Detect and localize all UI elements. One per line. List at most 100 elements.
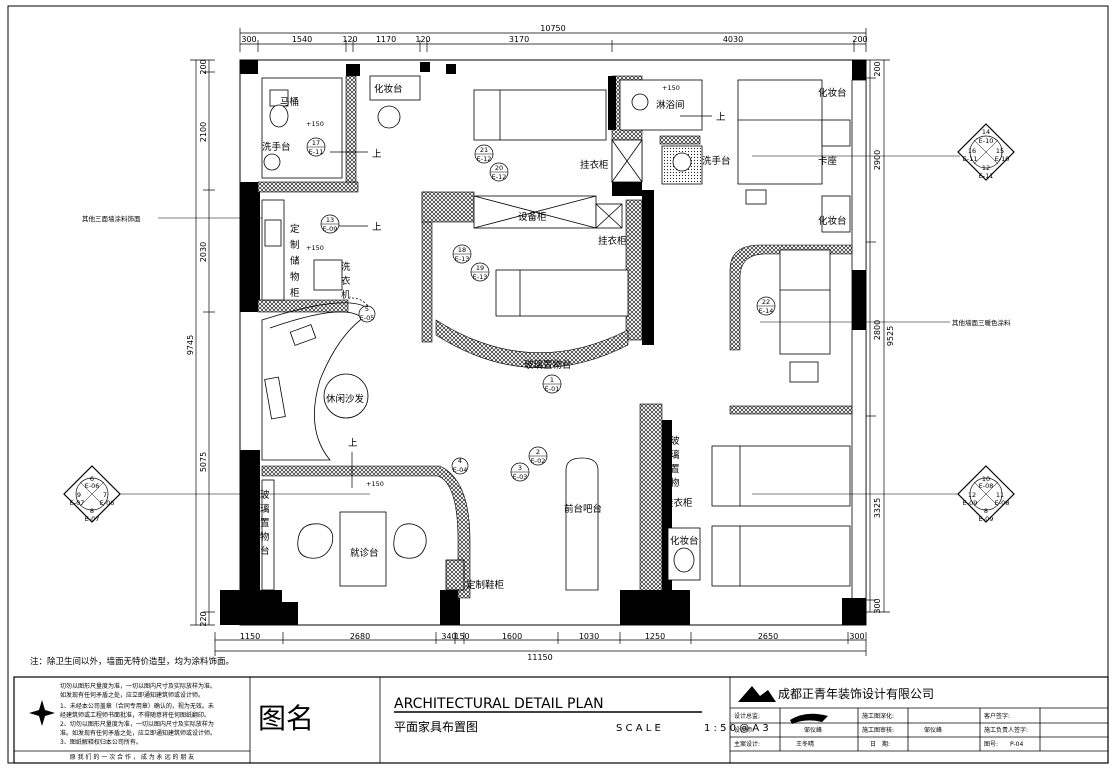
dim-right-total: 9525 — [886, 326, 895, 346]
svg-text:E-11: E-11 — [309, 148, 324, 156]
bottom-dimensions — [214, 632, 867, 656]
label-makeup-table-3: 化妆台 — [670, 535, 699, 547]
label-glass-shelf-left-5: 台 — [260, 545, 270, 557]
dim-top-total: 10750 — [540, 24, 565, 33]
svg-text:5: 5 — [365, 305, 369, 313]
svg-text:4: 4 — [458, 457, 462, 465]
title-english: ARCHITECTURAL DETAIL PLAN — [394, 696, 604, 712]
dim-left-total: 9745 — [186, 335, 195, 355]
callout-right-wall: 其他墙面三暖色涂料 — [952, 318, 1011, 327]
company-name: 成都正青年装饰设计有限公司 — [778, 687, 934, 701]
dim-left-2: 2100 — [199, 122, 208, 142]
svg-text:18: 18 — [458, 246, 466, 254]
label-wardrobe-3: 挂衣柜 — [664, 497, 693, 509]
tb-date-label: 日 期: — [870, 740, 890, 748]
title-block-border — [13, 676, 1109, 764]
callout-left-wall: 其他三面墙涂料饰面 — [82, 214, 141, 223]
label-wardrobe-2: 挂衣柜 — [598, 235, 627, 247]
dim-bottom-9: 300 — [849, 632, 864, 641]
svg-text:6: 6 — [90, 475, 94, 483]
dim-top-5: 120 — [415, 35, 430, 44]
svg-text:E-12: E-12 — [477, 155, 492, 163]
svg-text:E-07: E-07 — [70, 499, 85, 507]
dim-bottom-2: 2680 — [350, 632, 370, 641]
svg-text:12: 12 — [982, 164, 990, 172]
dim-bottom-8: 2650 — [758, 632, 778, 641]
label-makeup-table-top: 化妆台 — [374, 83, 403, 95]
label-laundry-3: 机 — [341, 289, 351, 301]
svg-text:10: 10 — [982, 475, 990, 483]
label-lounge-sofa: 休闲沙发 — [326, 393, 365, 405]
svg-text:20: 20 — [495, 164, 503, 172]
dim-left-1: 200 — [199, 59, 208, 74]
dim-top-2: 1540 — [292, 35, 312, 44]
up-mark-3: 上 — [716, 112, 726, 123]
title-block — [14, 677, 1108, 763]
label-storage-1: 定 — [290, 223, 300, 235]
up-mark-1: 上 — [372, 149, 382, 160]
tb-reviewer-name: 邹仪峰 — [924, 726, 942, 734]
svg-text:3: 3 — [518, 464, 522, 472]
svg-text:E-08: E-08 — [979, 482, 994, 490]
ref-marker-18: 18 E-13 — [452, 244, 472, 264]
dim-bottom-7: 1250 — [645, 632, 665, 641]
tb-note-6: 3、图纸解释权归本公司所有。 — [60, 738, 142, 746]
dim-bottom-4: 150 — [454, 632, 469, 641]
elevation-markers: 17 E-11 13 E-09 5 E-05 21 E-12 20 E-12 — [306, 137, 776, 482]
svg-text:15: 15 — [996, 147, 1004, 155]
label-shower: 淋浴间 — [656, 99, 685, 111]
label-wash-basin-2: 洗手台 — [702, 155, 731, 167]
svg-text:E-09: E-09 — [979, 515, 994, 523]
label-glass-shelf-right-4: 物 — [670, 477, 680, 489]
tb-design-director-label: 设计总监: — [734, 712, 760, 720]
dim-right-2: 2900 — [873, 150, 882, 170]
label-glass-shelf-left-1: 玻 — [260, 489, 270, 501]
dim-left-4: 5075 — [199, 452, 208, 472]
svg-text:E-08: E-08 — [995, 499, 1010, 507]
ref-marker-22: 22 E-14 — [756, 296, 776, 316]
svg-text:21: 21 — [480, 146, 488, 154]
level-marks: +150 +150 +150 +150 上 上 上 上 — [306, 84, 726, 488]
svg-text:E-07: E-07 — [85, 515, 100, 523]
level-mark-1: +150 — [306, 120, 324, 128]
ref-marker-2: 2 E-02 — [528, 446, 548, 466]
ref-marker-13: 13 E-09 — [320, 214, 340, 234]
ref-marker-5: 5 E-05 — [358, 305, 376, 323]
tb-client-sign-label: 客户签字: — [984, 712, 1010, 720]
furniture — [261, 75, 851, 591]
level-mark-2: +150 — [306, 244, 324, 252]
company-logo-icon — [738, 686, 828, 724]
label-glass-shelf-left-4: 物 — [260, 531, 270, 543]
label-makeup-table-right: 化妆台 — [818, 87, 847, 99]
label-toilet: 马桶 — [280, 96, 299, 108]
tb-sheet-label: 图号: — [984, 741, 998, 748]
svg-text:E-09: E-09 — [963, 499, 978, 507]
compass-marker-top-right: 14 16 15 12 E-10 E-11 E-10 E-11 — [957, 123, 1015, 181]
compass-marker-left: 6 9 7 8 E-06 E-07 E-06 E-07 — [63, 465, 121, 523]
ref-marker-17: 17 E-11 — [306, 137, 326, 157]
svg-text:E-06: E-06 — [85, 482, 100, 490]
tb-construction-deepening-label: 施工图深化: — [862, 712, 894, 720]
label-laundry-1: 洗 — [341, 261, 351, 273]
dim-top-8: 200 — [852, 35, 867, 44]
svg-text:E-12: E-12 — [492, 173, 507, 181]
svg-text:22: 22 — [762, 298, 770, 306]
svg-text:E-10: E-10 — [995, 155, 1010, 163]
tb-construction-head-label: 施工负责人签字: — [984, 726, 1028, 734]
svg-text:17: 17 — [312, 139, 320, 147]
dim-right-5: 300 — [873, 598, 882, 613]
title-chinese: 平面家具布置图 — [394, 719, 478, 734]
scale-label: S C A L E — [616, 723, 661, 734]
label-makeup-table-right-2: 化妆台 — [818, 215, 847, 227]
tb-designer-name: 邹仪峰 — [804, 726, 822, 734]
svg-text:16: 16 — [968, 147, 976, 155]
svg-text:14: 14 — [982, 128, 990, 136]
svg-text:E-05: E-05 — [360, 314, 375, 322]
tb-note-0: 切勿以图形尺量度为准，一切以图内尺寸及实际放样为准。 — [60, 682, 216, 690]
drawing-note: 注：除卫生间以外，墙面无特价造型，均为涂料饰面。 — [30, 656, 234, 667]
svg-text:11: 11 — [996, 491, 1004, 499]
dim-right-3: 2800 — [873, 320, 882, 340]
tb-sheet-value: P-04 — [1010, 741, 1023, 748]
